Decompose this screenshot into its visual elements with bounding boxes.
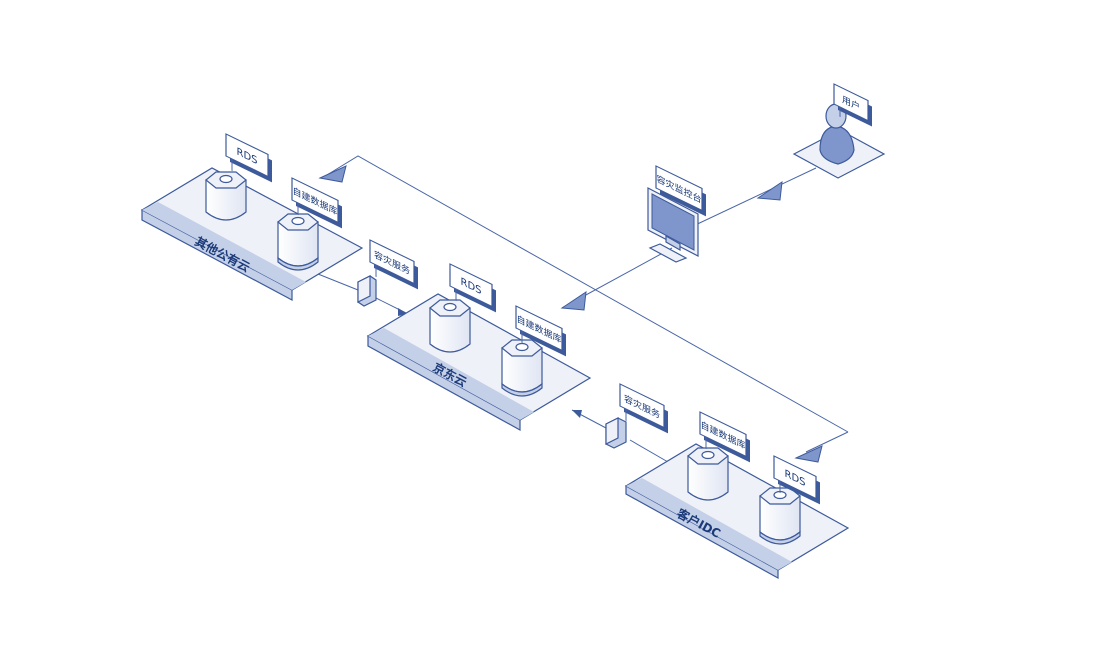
connection-lines xyxy=(317,155,849,463)
arrow-to-other-cloud xyxy=(318,165,347,183)
tag-rds: RDS xyxy=(225,133,272,183)
dr-service-top: 容灾服务 xyxy=(357,239,418,307)
self-built-database-icon xyxy=(501,339,543,397)
other-service-line xyxy=(317,273,359,291)
tag-dr-service: 容灾服务 xyxy=(369,239,418,290)
tag-dr-service: 容灾服务 xyxy=(619,383,668,434)
platform-band xyxy=(141,209,293,301)
arrow-to-console xyxy=(756,180,783,201)
rds-database-icon xyxy=(429,299,471,353)
dr-service-bottom: 容灾服务 xyxy=(605,383,668,449)
user: 用户 xyxy=(792,83,886,179)
tag-self-built-db: 自建数据库 xyxy=(291,177,342,229)
region-customer-idc: 客户IDC 自建数据库 RDS xyxy=(624,411,850,580)
loop-line-end xyxy=(805,431,849,453)
region-jd-cloud: 京东云 RDS 自建数据库 xyxy=(366,263,592,432)
self-built-database-icon xyxy=(277,213,319,271)
tag-rds: RDS xyxy=(449,263,496,313)
arrow-to-jd-cloud xyxy=(560,290,587,311)
loop-line-idc-to-other xyxy=(321,155,849,433)
service-box-icon xyxy=(605,417,627,449)
platform-band xyxy=(625,484,779,580)
idc-service-line xyxy=(629,439,669,463)
rds-database-icon xyxy=(205,171,247,221)
self-built-database-icon xyxy=(687,447,729,501)
arrow-to-idc xyxy=(794,445,823,463)
region-other-cloud: 其他公有云 RDS 自建数据库 xyxy=(140,133,364,301)
service-box-icon xyxy=(357,275,377,307)
tag-rds: RDS xyxy=(773,455,820,505)
arrow-small-jd-2 xyxy=(572,410,582,418)
arrowheads xyxy=(318,165,823,463)
tag-user: 用户 xyxy=(833,83,872,127)
rds-database-icon xyxy=(759,487,801,545)
monitor-icon xyxy=(647,187,699,263)
dr-console: 容灾监控台 xyxy=(647,165,706,263)
